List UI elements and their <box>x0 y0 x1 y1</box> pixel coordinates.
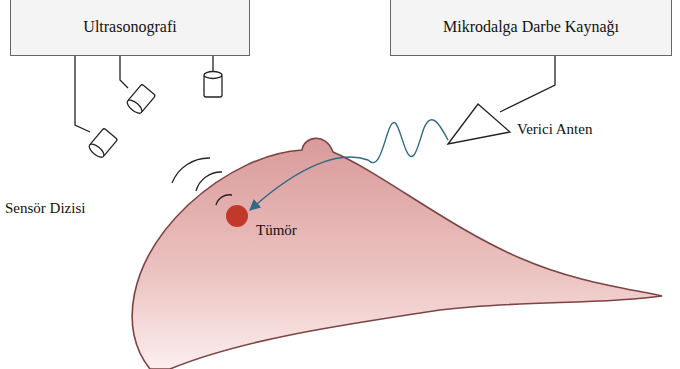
ultrasound-sensors <box>87 72 222 160</box>
device-name: Mikrodalga Darbe Kaynağı <box>443 18 619 36</box>
part-label: Tümör <box>256 222 297 239</box>
device-box: Ultrasonografi <box>10 0 250 56</box>
device-name: Ultrasonografi <box>83 18 176 36</box>
tumor <box>226 205 248 227</box>
part-label: Sensör Dizisi <box>5 200 85 217</box>
breast-outline <box>132 138 662 369</box>
horn-antenna <box>448 104 510 144</box>
microwave-pulse <box>250 120 448 210</box>
part-label: Verici Anten <box>517 121 592 138</box>
acoustic-waves <box>172 158 232 205</box>
device-box: Mikrodalga Darbe Kaynağı <box>390 0 672 56</box>
